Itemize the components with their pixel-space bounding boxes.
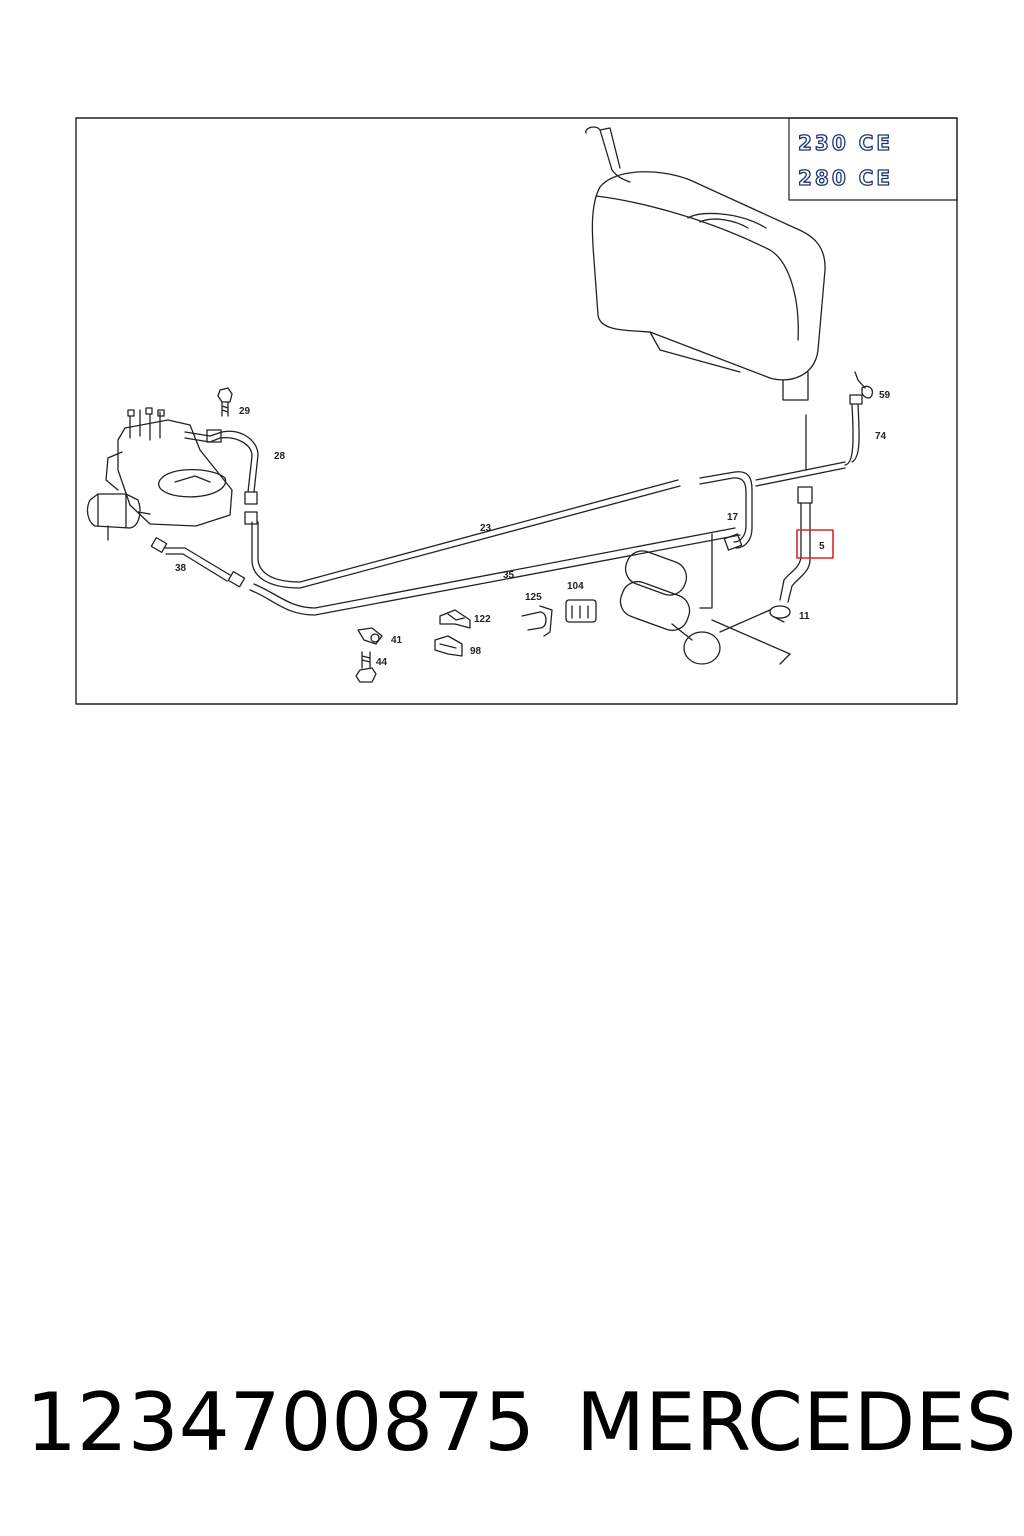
highlight-box-part-5 xyxy=(796,529,834,559)
clamp-11 xyxy=(769,605,791,623)
label-part-122[interactable]: 122 xyxy=(474,614,491,625)
model-badge-box: 230 CE 280 CE xyxy=(788,117,958,201)
brand-name: MERCEDES xyxy=(576,1376,1017,1469)
clip-41 xyxy=(357,627,383,645)
badge-280ce: 280 CE xyxy=(798,166,893,190)
label-part-28[interactable]: 28 xyxy=(274,451,286,462)
diagram-frame xyxy=(75,117,958,705)
fuel-filter xyxy=(619,550,791,665)
fuel-tank xyxy=(585,126,826,401)
fuel-line-17 xyxy=(699,471,753,609)
bracket-125 xyxy=(521,605,553,637)
fuel-line-23 xyxy=(251,479,681,589)
label-part-38[interactable]: 38 xyxy=(175,563,187,574)
parts-diagram: 230 CE 280 CE xyxy=(75,117,958,705)
label-part-35[interactable]: 35 xyxy=(503,570,515,581)
damper-104 xyxy=(565,599,597,623)
label-part-17[interactable]: 17 xyxy=(727,512,739,523)
clamp-59 xyxy=(854,371,874,399)
label-part-11[interactable]: 11 xyxy=(799,611,810,622)
label-part-59[interactable]: 59 xyxy=(879,390,891,401)
label-part-104[interactable]: 104 xyxy=(567,581,584,592)
fuel-accumulator xyxy=(86,493,151,541)
bolt-44 xyxy=(355,651,377,683)
fuel-line-tank xyxy=(755,414,846,487)
fuel-line-38 xyxy=(150,537,246,588)
bolt-29 xyxy=(217,387,233,417)
badge-230ce: 230 CE xyxy=(798,131,893,155)
label-part-23[interactable]: 23 xyxy=(480,523,492,534)
label-part-41[interactable]: 41 xyxy=(391,635,403,646)
clip-122 xyxy=(439,609,471,629)
caption: 1234700875 MERCEDES xyxy=(0,1368,1024,1478)
part-number: 1234700875 xyxy=(26,1376,535,1469)
label-part-98[interactable]: 98 xyxy=(470,646,482,657)
label-part-44[interactable]: 44 xyxy=(376,657,388,668)
fuel-line-35 xyxy=(249,527,741,616)
label-part-74[interactable]: 74 xyxy=(875,431,887,442)
label-part-5[interactable]: 5 xyxy=(819,541,825,552)
label-part-29[interactable]: 29 xyxy=(239,406,251,417)
label-part-125[interactable]: 125 xyxy=(525,592,542,603)
hose-74 xyxy=(844,394,863,466)
clamp-98 xyxy=(434,635,463,657)
hose-5 xyxy=(779,486,813,603)
injection-pump xyxy=(105,407,259,527)
